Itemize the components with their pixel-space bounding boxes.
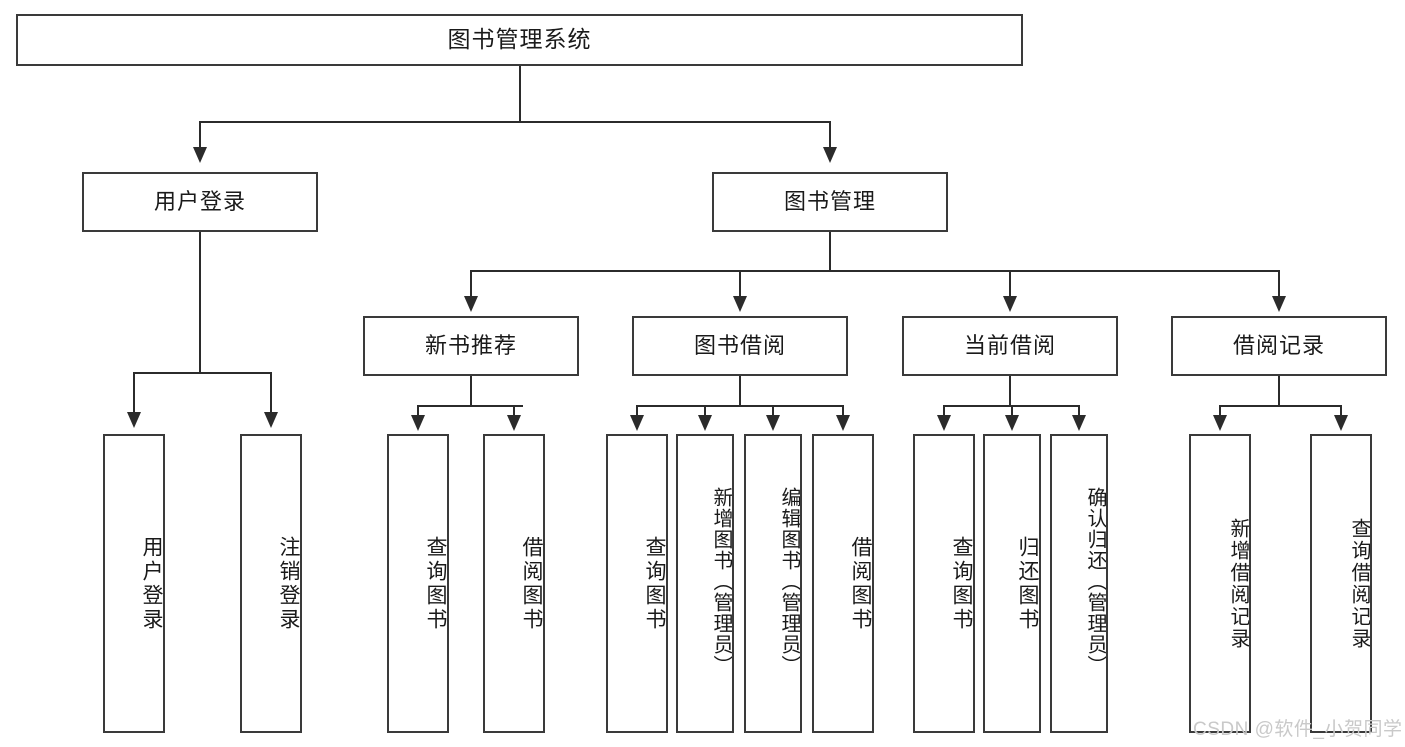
connector-user-login-stem — [199, 232, 201, 373]
connector-book-manage-drop-1 — [470, 270, 472, 298]
arrowhead-to-leaf-return-book — [1005, 415, 1019, 431]
node-root-system[interactable]: 图书管理系统 — [16, 14, 1023, 66]
connector-book-manage-drop-3 — [1009, 270, 1011, 298]
node-label: 新增图书（管理员） — [710, 487, 732, 676]
connector-new-book-stem — [470, 376, 472, 406]
connector-current-borrow-drop-3 — [1078, 405, 1080, 417]
node-label: 注销登录 — [277, 535, 300, 632]
node-label: 查询借阅记录 — [1348, 517, 1370, 650]
node-book-borrow[interactable]: 图书借阅 — [632, 316, 848, 376]
arrowhead-to-leaf-add-record — [1213, 415, 1227, 431]
arrowhead-to-user-login — [193, 147, 207, 163]
node-label: 查询图书 — [643, 535, 666, 632]
connector-current-borrow-stem — [1009, 376, 1011, 406]
node-label: 借阅图书 — [849, 535, 872, 632]
arrowhead-to-leaf-borrow-book-2 — [836, 415, 850, 431]
connector-book-borrow-stem — [739, 376, 741, 406]
node-label: 确认归还（管理员） — [1084, 487, 1106, 676]
connector-new-book-drop-1 — [417, 405, 419, 417]
connector-root-drop-right — [829, 121, 831, 149]
node-label: 新增借阅记录 — [1227, 517, 1249, 650]
arrowhead-to-new-book-recommend — [464, 296, 478, 312]
arrowhead-to-leaf-confirm-return — [1072, 415, 1086, 431]
node-leaf-return-book[interactable]: 归还图书 — [983, 434, 1041, 733]
node-label: 借阅记录 — [1232, 333, 1325, 359]
node-label: 查询图书 — [424, 535, 447, 632]
node-label: 借阅图书 — [520, 535, 543, 632]
node-book-manage[interactable]: 图书管理 — [712, 172, 948, 232]
connector-borrow-record-bus — [1219, 405, 1341, 407]
node-leaf-query-record[interactable]: 查询借阅记录 — [1310, 434, 1372, 733]
connector-current-borrow-drop-2 — [1011, 405, 1013, 417]
arrowhead-to-book-manage — [823, 147, 837, 163]
node-label: 归还图书 — [1016, 535, 1039, 632]
connector-book-borrow-drop-3 — [772, 405, 774, 417]
arrowhead-to-leaf-query-book-2 — [630, 415, 644, 431]
node-label: 用户登录 — [153, 189, 246, 215]
node-label: 图书借阅 — [693, 333, 786, 359]
connector-user-login-bus — [133, 372, 271, 374]
connector-book-manage-drop-4 — [1278, 270, 1280, 298]
node-label: 当前借阅 — [963, 333, 1056, 359]
csdn-watermark: CSDN @软件_小贺同学 — [1193, 719, 1403, 740]
node-user-login[interactable]: 用户登录 — [82, 172, 318, 232]
arrowhead-to-leaf-user-login — [127, 412, 141, 428]
connector-borrow-record-stem — [1278, 376, 1280, 406]
connector-book-manage-bus — [470, 270, 1280, 272]
node-leaf-query-book-1[interactable]: 查询图书 — [387, 434, 449, 733]
node-label: 图书管理 — [783, 189, 876, 215]
connector-root-stem — [519, 66, 521, 122]
connector-book-borrow-drop-1 — [636, 405, 638, 417]
connector-new-book-drop-2 — [513, 405, 515, 417]
connector-book-borrow-drop-4 — [842, 405, 844, 417]
node-leaf-add-record[interactable]: 新增借阅记录 — [1189, 434, 1251, 733]
connector-new-book-bus — [417, 405, 523, 407]
node-label: 新书推荐 — [424, 333, 517, 359]
connector-user-login-drop-2 — [270, 372, 272, 414]
node-label: 编辑图书（管理员） — [778, 487, 800, 676]
connector-book-manage-drop-2 — [739, 270, 741, 298]
arrowhead-to-book-borrow — [733, 296, 747, 312]
connector-borrow-record-drop-1 — [1219, 405, 1221, 417]
connector-book-borrow-drop-2 — [704, 405, 706, 417]
node-label: 查询图书 — [950, 535, 973, 632]
arrowhead-to-leaf-add-book — [698, 415, 712, 431]
node-leaf-query-book-3[interactable]: 查询图书 — [913, 434, 975, 733]
connector-root-bus — [199, 121, 831, 123]
arrowhead-to-leaf-logout-login — [264, 412, 278, 428]
arrowhead-to-leaf-query-book-3 — [937, 415, 951, 431]
node-leaf-borrow-book-1[interactable]: 借阅图书 — [483, 434, 545, 733]
node-borrow-record[interactable]: 借阅记录 — [1171, 316, 1387, 376]
arrowhead-to-current-borrow — [1003, 296, 1017, 312]
connector-current-borrow-drop-1 — [943, 405, 945, 417]
node-current-borrow[interactable]: 当前借阅 — [902, 316, 1118, 376]
arrowhead-to-leaf-edit-book — [766, 415, 780, 431]
node-leaf-add-book[interactable]: 新增图书（管理员） — [676, 434, 734, 733]
arrowhead-to-leaf-query-record — [1334, 415, 1348, 431]
node-label: 图书管理系统 — [447, 26, 592, 53]
connector-book-borrow-bus — [636, 405, 843, 407]
connector-borrow-record-drop-2 — [1340, 405, 1342, 417]
connector-book-manage-stem — [829, 232, 831, 271]
arrowhead-to-leaf-borrow-book-1 — [507, 415, 521, 431]
node-leaf-query-book-2[interactable]: 查询图书 — [606, 434, 668, 733]
node-leaf-confirm-return[interactable]: 确认归还（管理员） — [1050, 434, 1108, 733]
connector-root-drop-left — [199, 121, 201, 149]
node-label: 用户登录 — [140, 535, 163, 632]
arrowhead-to-leaf-query-book-1 — [411, 415, 425, 431]
node-leaf-logout-login[interactable]: 注销登录 — [240, 434, 302, 733]
node-leaf-borrow-book-2[interactable]: 借阅图书 — [812, 434, 874, 733]
node-new-book-recommend[interactable]: 新书推荐 — [363, 316, 579, 376]
arrowhead-to-borrow-record — [1272, 296, 1286, 312]
connector-user-login-drop-1 — [133, 372, 135, 414]
node-leaf-user-login[interactable]: 用户登录 — [103, 434, 165, 733]
node-leaf-edit-book[interactable]: 编辑图书（管理员） — [744, 434, 802, 733]
